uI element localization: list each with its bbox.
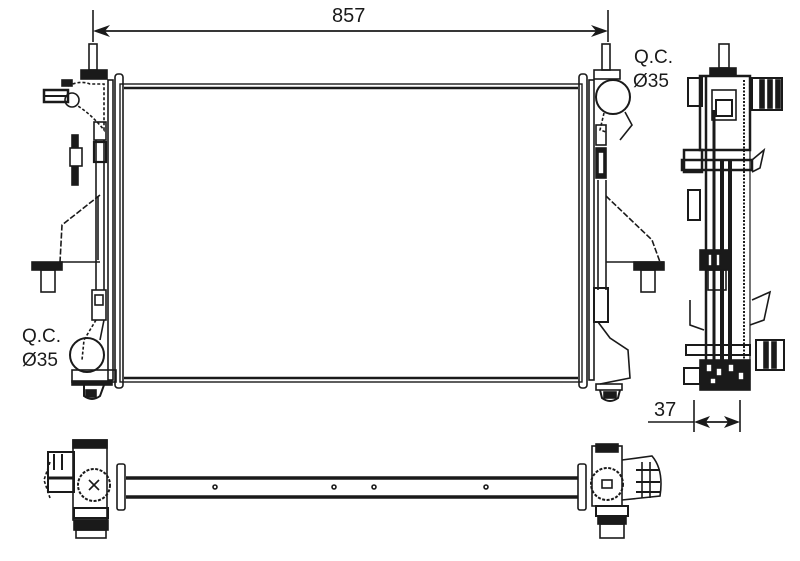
depth-dimension [648,400,741,432]
top-right-connection-type: Q.C. [634,47,674,68]
bottom-left-connection-type: Q.C. [22,326,62,347]
front-view [31,43,665,402]
width-dimension [92,10,609,42]
bottom-view [43,439,662,539]
bottom-left-connection-diameter: Ø35 [22,350,58,371]
depth-dimension-label: 37 [654,399,677,421]
width-dimension-label: 857 [332,5,366,27]
top-right-connection-diameter: Ø35 [633,71,669,92]
side-view [680,43,785,391]
